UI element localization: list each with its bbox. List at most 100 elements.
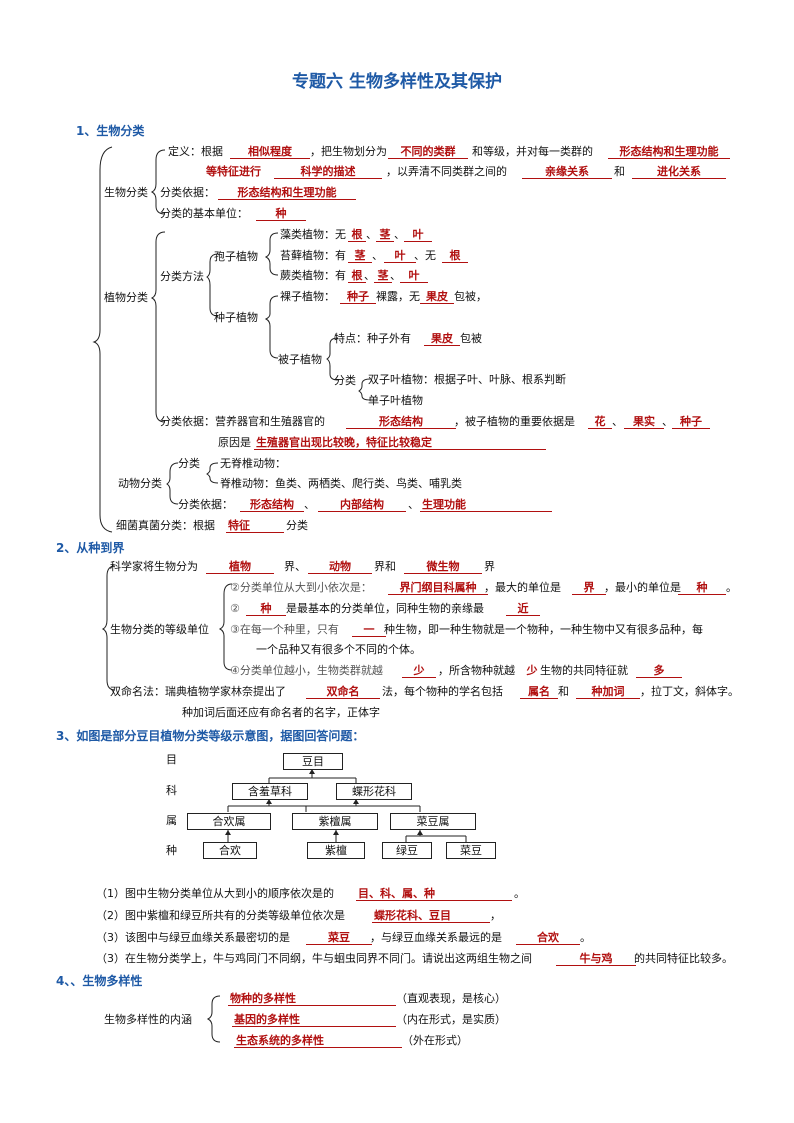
answer-blank: 不同的类群 (388, 145, 468, 159)
answer-blank: 近 (506, 602, 540, 616)
def-mid1: ，把生物划分为 (310, 145, 387, 158)
abasis-pre: 分类依据： (178, 498, 233, 511)
moss-mid: 、无 (414, 249, 436, 262)
answer-blank: 少 (526, 664, 538, 677)
sep: 、 (364, 269, 375, 282)
answer-blank: 生理功能 (420, 498, 552, 512)
answer-blank: 种加词 (576, 685, 640, 699)
answer-blank: 多 (636, 664, 682, 678)
sep: 、 (662, 415, 673, 428)
sep: 、 (408, 498, 419, 511)
seed-label: 种子植物 (214, 311, 258, 324)
section-4-heading: 4、、生物多样性 (56, 974, 143, 988)
answer-blank: 一 (352, 623, 386, 637)
q4-pre: （3）在生物分类学上，牛与鸡同门不同纲，牛与蛔虫同界不同门。请说出这两组生物之间 (96, 952, 532, 965)
node-species: 菜豆 (446, 842, 496, 859)
node-species: 绿豆 (382, 842, 432, 859)
page-title: 专题六 生物多样性及其保护 (292, 72, 502, 92)
bn-pre: 双命名法：瑞典植物学家林奈提出了 (110, 685, 286, 698)
bn-and: 和 (558, 685, 569, 698)
feat-post: 包被 (460, 332, 482, 345)
q4-post: 的共同特征比较多。 (634, 952, 733, 965)
q1-pre: （1）图中生物分类单位从大到小的顺序依次是的 (96, 887, 334, 900)
k-jie3: 界 (484, 560, 495, 573)
def2-mid: ，以弄清不同类群之间的 (386, 165, 507, 178)
node-genus: 合欢属 (187, 813, 271, 830)
answer-blank: 内部结构 (318, 498, 406, 512)
pbasis-pre: 分类依据：营养器官和生殖器官的 (160, 415, 325, 428)
answer-blank: 动物 (308, 560, 372, 574)
answer-blank: 根 (348, 228, 366, 242)
answer-blank: 目、科、属、种 (356, 887, 512, 901)
answer-blank: 生殖器官出现比较晚，特征比较稳定 (254, 436, 546, 450)
sep: 、 (372, 249, 383, 262)
answer-blank: 种 (256, 207, 306, 221)
answer-blank: 果皮 (424, 332, 460, 346)
gymno-mid: 裸露，无 (376, 290, 420, 303)
answer-blank: 蝶形花科、豆目 (372, 909, 490, 923)
r4-pre: ④分类单位越小，生物类群就越 (230, 664, 383, 677)
answer-blank: 基因的多样性 (232, 1013, 396, 1027)
animal-class-label: 动物分类 (118, 477, 162, 490)
answer-blank: 微生物 (404, 560, 482, 574)
moss-label: 苔藓植物：有 (280, 249, 346, 262)
answer-blank: 等特征进行 (206, 165, 261, 178)
answer-blank: 根 (348, 269, 366, 283)
bn-post: ，拉丁文，斜体字。 (640, 685, 739, 698)
unit-pre: 分类的基本单位： (160, 207, 248, 220)
note-2: （内在形式，是实质） (396, 1013, 506, 1026)
answer-blank: 叶 (404, 228, 432, 242)
answer-blank: 科学的描述 (274, 165, 382, 179)
node-species: 合欢 (203, 842, 257, 859)
answer-blank: 茎 (374, 269, 392, 283)
r3-post: 种生物，即一种生物就是一个物种，一种生物中又有很多品种，每 (384, 623, 703, 636)
answer-blank: 种子 (672, 415, 710, 429)
rank-label-genus: 属 (166, 814, 177, 827)
answer-blank: 形态结构 (240, 498, 304, 512)
spore-label: 孢子植物 (214, 250, 258, 263)
a-classify-label: 分类 (178, 457, 200, 470)
answer-blank: 物种的多样性 (228, 992, 396, 1006)
def-pre: 定义：根据 (168, 145, 223, 158)
angio-label: 被子植物 (278, 353, 322, 366)
answer-blank: 花 (588, 415, 612, 429)
k-jie2: 界和 (374, 560, 396, 573)
answer-blank: 进化关系 (632, 165, 726, 179)
answer-blank: 果实 (624, 415, 664, 429)
q2-post: ， (490, 909, 501, 922)
q3-post: 。 (580, 931, 591, 944)
bf-pre: 细菌真菌分类：根据 (116, 519, 215, 532)
answer-blank: 生态系统的多样性 (234, 1034, 402, 1048)
r3-pre: ③在每一个种里，只有 (230, 623, 339, 636)
q3-pre: （3）该图中与绿豆血缘关系最密切的是 (96, 931, 290, 944)
sep: 、 (390, 269, 401, 282)
node-species: 紫檀 (307, 842, 365, 859)
gymno-post: 包被， (454, 290, 487, 303)
answer-blank: 牛与鸡 (556, 952, 636, 966)
fern-label: 蕨类植物：有 (280, 269, 346, 282)
bn-mid: 法，每个物种的学名包括 (382, 685, 503, 698)
answer-blank: 少 (402, 664, 436, 678)
answer-blank: 相似程度 (230, 145, 310, 159)
method-label: 分类方法 (160, 270, 204, 283)
node-family: 蝶形花科 (336, 783, 412, 800)
node-family: 含羞草科 (232, 783, 308, 800)
bn-line2: 种加词后面还应有命名者的名字，正体字 (182, 706, 380, 719)
node-genus: 紫檀属 (292, 813, 378, 830)
answer-blank: 种 (678, 581, 726, 595)
r1-pre: ②分类单位从大到小依次是： (230, 581, 372, 594)
answer-blank: 植物 (206, 560, 274, 574)
monocot-label: 单子叶植物 (368, 394, 423, 407)
section-3-heading: 3、如图是部分豆目植物分类等级示意图，据图回答问题： (56, 729, 365, 743)
r4-mid2: 生物的共同特征就 (540, 664, 628, 677)
answer-blank: 茎 (348, 249, 372, 263)
q3-mid: ，与绿豆血缘关系最远的是 (370, 931, 502, 944)
bf-post: 分类 (286, 519, 308, 532)
r2-mid: 是最基本的分类单位，同种生物的亲缘最 (286, 602, 484, 615)
rank-label: 生物分类的等级单位 (110, 623, 209, 636)
dicot-label: 双子叶植物：根据子叶、叶脉、根系判断 (368, 373, 566, 386)
answer-blank: 果皮 (420, 290, 454, 304)
answer-blank: 界 (572, 581, 606, 595)
section-2-heading: 2、从种到界 (56, 541, 125, 555)
